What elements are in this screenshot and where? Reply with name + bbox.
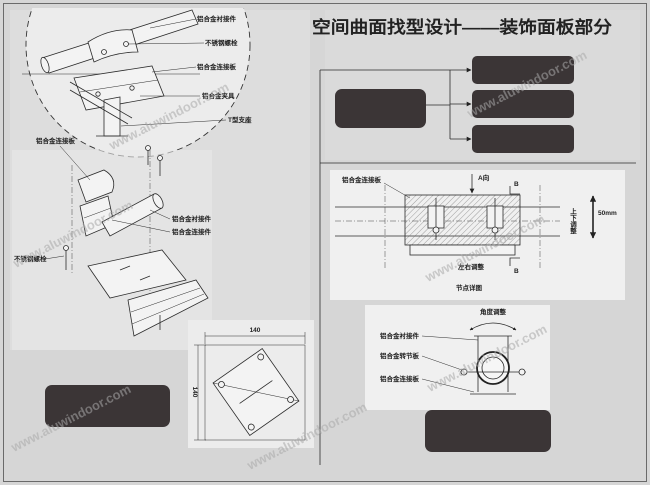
label-connection-plate: 铝合金连接板 [36,136,76,145]
leader-line [44,255,65,260]
leader-line [127,42,205,45]
clamp-edge [83,207,112,219]
bolt [287,396,294,403]
clamp-left [427,198,445,240]
bolt [101,49,107,55]
section-view: 铝合金连接板 A向 B B 左右调整 节点详图 上下调整 50mm [330,170,625,300]
bolt [218,381,225,388]
plan-outline [204,344,306,441]
leader-line [383,182,411,199]
label-connection-plate: 铝合金连接板 [342,175,382,184]
redacted-box-bottom-left [45,385,170,427]
leader-line [421,378,475,393]
connection-plate [87,249,187,299]
width-dimension: 140 [250,327,261,334]
clamp [87,29,139,63]
exploded-view: 铝合金连接板 铝合金衬接件 铝合金连接件 不锈钢螺栓 [12,136,212,350]
rotated-panel [212,348,300,436]
label-pivot-plate: 铝合金转节板 [380,351,420,360]
node-detail: 角度调整 铝合金衬接件 铝合金转节板 铝合金连接板 [365,305,550,410]
t-support-arm [69,81,133,119]
pipe-end [152,193,164,209]
label-section-b-bottom: B [514,268,519,275]
label-connection-plate: 铝合金连接板 [197,62,237,71]
label-t-support: T型支座 [228,115,252,124]
node-background [365,305,550,410]
bolt [95,91,101,97]
bolt [247,423,255,431]
label-connector: 铝合金连接件 [172,227,212,236]
label-section-b-top: B [514,181,519,188]
label-connection-plate: 铝合金连接板 [380,374,420,383]
bolt [123,41,129,47]
section-b-marker-bottom [509,257,520,266]
label-liner-fitting: 铝合金衬接件 [172,214,212,223]
bolt-head [145,145,151,151]
panel-ridge [130,287,201,313]
t-support-arm [69,89,129,125]
pipe-end [40,56,50,74]
bolt-head [63,245,69,251]
label-stainless-bolt: 不锈钢螺栓 [205,38,238,47]
height-dimension: 140 [191,387,198,398]
redacted-box-3 [472,125,574,153]
panel-base [409,244,516,256]
plate-edge [79,79,159,93]
redacted-box-source [335,89,426,128]
pipe-section-inner [481,356,505,380]
label-vertical-adjust: 上下调整 [569,207,577,236]
leader-line [151,66,197,73]
redacted-box-2 [472,90,574,118]
plate-slot [119,265,131,271]
plate-slot [139,275,151,281]
label-stainless-bolt: 不锈钢螺栓 [14,254,47,263]
label-offset: 50mm [598,210,617,217]
section-caption: 节点详图 [456,283,483,292]
leader-line [421,335,479,341]
top-clamp [77,169,115,203]
leader-line [111,219,171,233]
bolt-head [157,155,163,161]
redacted-box-1 [472,56,574,84]
panel-bracket [239,380,273,404]
section-b-marker-top [509,186,520,195]
label-angle-adjust: 角度调整 [480,307,507,316]
label-horizontal-adjust: 左右调整 [457,262,485,271]
label-liner-fitting: 铝合金衬接件 [380,331,420,340]
bolt [460,368,468,376]
angle-adjust-arrow [469,322,517,331]
classification-diagram [319,56,636,465]
redacted-box-bottom-right [425,410,551,452]
leader-line [421,355,463,371]
clamp-pin [432,226,440,234]
leader-line [59,145,91,181]
label-liner-fitting: 铝合金衬接件 [197,14,237,23]
label-view-a: A向 [478,173,490,182]
clamp-pin [491,226,499,234]
leader-line [149,18,197,29]
clamp-right [486,198,504,240]
label-clamp: 铝合金夹具 [202,91,235,100]
leader-line [120,119,227,127]
bolt [518,368,526,376]
leader-line [149,209,171,220]
bolt [129,85,135,91]
page-title: 空间曲面找型设计——装饰面板部分 [312,17,612,37]
panel-plan-detail: 140 140 [188,320,314,448]
page-border [3,3,647,482]
connection-detail: 铝合金衬接件 不锈钢螺栓 铝合金连接板 铝合金夹具 T型支座 [22,8,252,158]
panel-ridge [131,293,205,325]
bolt [257,353,265,361]
